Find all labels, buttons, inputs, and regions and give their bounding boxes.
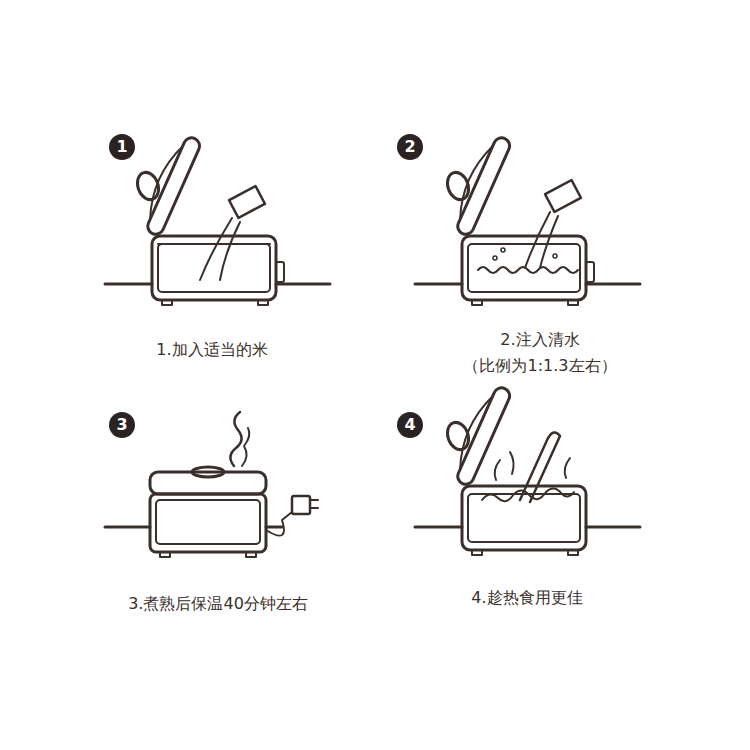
ratio-note: （比例为1:1.3左右） bbox=[463, 356, 616, 375]
rice-cooker-1 bbox=[105, 132, 330, 305]
callout-number: 4 bbox=[397, 412, 423, 438]
step-caption: 1.加入适当的米 bbox=[156, 340, 267, 359]
rice-cooker-2 bbox=[415, 132, 640, 305]
rice-cooker-3 bbox=[105, 412, 318, 557]
callout-number: 1 bbox=[109, 134, 135, 160]
step-caption: 2.注入清水 bbox=[500, 330, 579, 349]
callout-number: 2 bbox=[397, 134, 423, 160]
rice-cooker-4 bbox=[415, 382, 640, 555]
callout-number: 3 bbox=[109, 412, 135, 438]
step-caption: 3.煮熟后保温40分钟左右 bbox=[128, 594, 308, 613]
step-caption: 4.趁热食用更佳 bbox=[471, 588, 582, 607]
